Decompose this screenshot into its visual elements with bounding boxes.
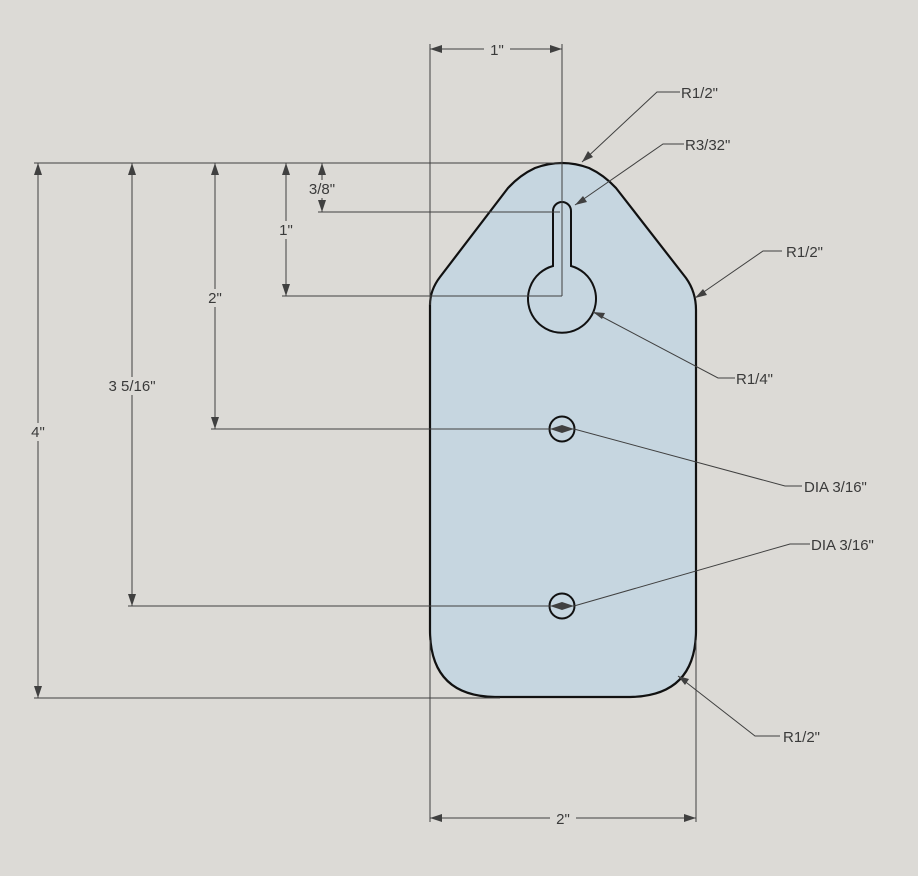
- keyhole-center-label: 1": [279, 222, 293, 239]
- arrowhead: [550, 45, 562, 53]
- slot-radius-leader: [574, 143, 684, 206]
- label-mask: [205, 289, 225, 307]
- arrowhead: [318, 163, 326, 175]
- arrowhead: [684, 814, 696, 822]
- arrowhead: [128, 163, 136, 175]
- slot-depth-label: 3/8": [309, 181, 335, 198]
- arrowhead: [282, 163, 290, 175]
- top-radius-leader: [581, 91, 680, 163]
- arrowhead: [678, 676, 689, 685]
- bottom-width-label: 2": [556, 811, 570, 828]
- hole2-diameter-label: DIA 3/16": [811, 537, 874, 554]
- arrowhead: [128, 594, 136, 606]
- hole1-position-label: 2": [208, 290, 222, 307]
- keyhole-radius-leader: [592, 311, 735, 379]
- arrowhead: [550, 425, 562, 433]
- arrowhead: [562, 602, 574, 610]
- shoulder-radius-label: R1/2": [786, 244, 823, 261]
- arrowhead: [211, 163, 219, 175]
- total-height-label: 4": [31, 424, 45, 441]
- arrowhead: [318, 200, 326, 212]
- shoulder-radius-leader: [694, 250, 782, 299]
- hole1-diameter-label: DIA 3/16": [804, 479, 867, 496]
- bottom-radius-leader: [677, 675, 780, 737]
- keyhole-radius-label: R1/4": [736, 371, 773, 388]
- label-mask: [550, 809, 576, 827]
- label-mask: [484, 40, 510, 58]
- top-radius-label: R1/2": [681, 85, 718, 102]
- arrowhead: [695, 289, 707, 298]
- arrowhead: [430, 814, 442, 822]
- label-mask: [28, 423, 48, 441]
- arrowhead: [582, 151, 593, 162]
- label-mask: [304, 180, 340, 198]
- arrowhead: [211, 417, 219, 429]
- arrowhead: [575, 196, 587, 205]
- arrowhead: [593, 312, 605, 319]
- arrowhead: [430, 45, 442, 53]
- hole2-position-label: 3 5/16": [108, 378, 155, 395]
- arrowhead: [34, 163, 42, 175]
- label-mask: [276, 221, 296, 239]
- arrowhead: [34, 686, 42, 698]
- arrowhead: [550, 602, 562, 610]
- label-mask: [104, 377, 160, 395]
- slot-radius-label: R3/32": [685, 137, 730, 154]
- bottom-radius-label: R1/2": [783, 729, 820, 746]
- arrowhead: [562, 425, 574, 433]
- arrowhead: [282, 284, 290, 296]
- top-width-label: 1": [490, 42, 504, 59]
